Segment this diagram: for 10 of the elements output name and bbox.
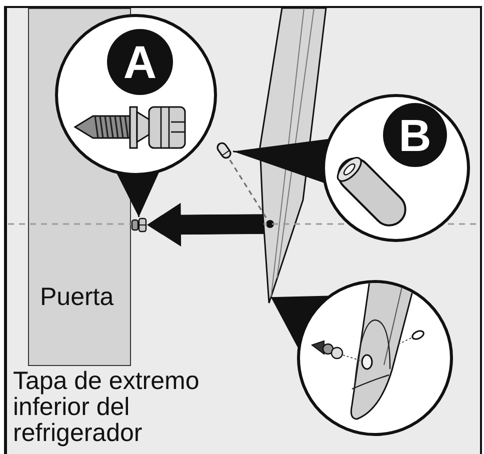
callout-pointer <box>116 172 159 218</box>
screw-icon <box>131 217 147 233</box>
callout-letter: B <box>383 103 447 167</box>
callout-pointer <box>232 138 328 183</box>
callout-pointer <box>270 296 328 348</box>
door-label: Puerta <box>40 283 114 311</box>
callout-letter: A <box>107 29 173 95</box>
block-arrow <box>147 202 264 247</box>
part-label: Tapa de extremo inferior del refrigerador <box>13 368 200 446</box>
door-handle <box>259 8 327 304</box>
